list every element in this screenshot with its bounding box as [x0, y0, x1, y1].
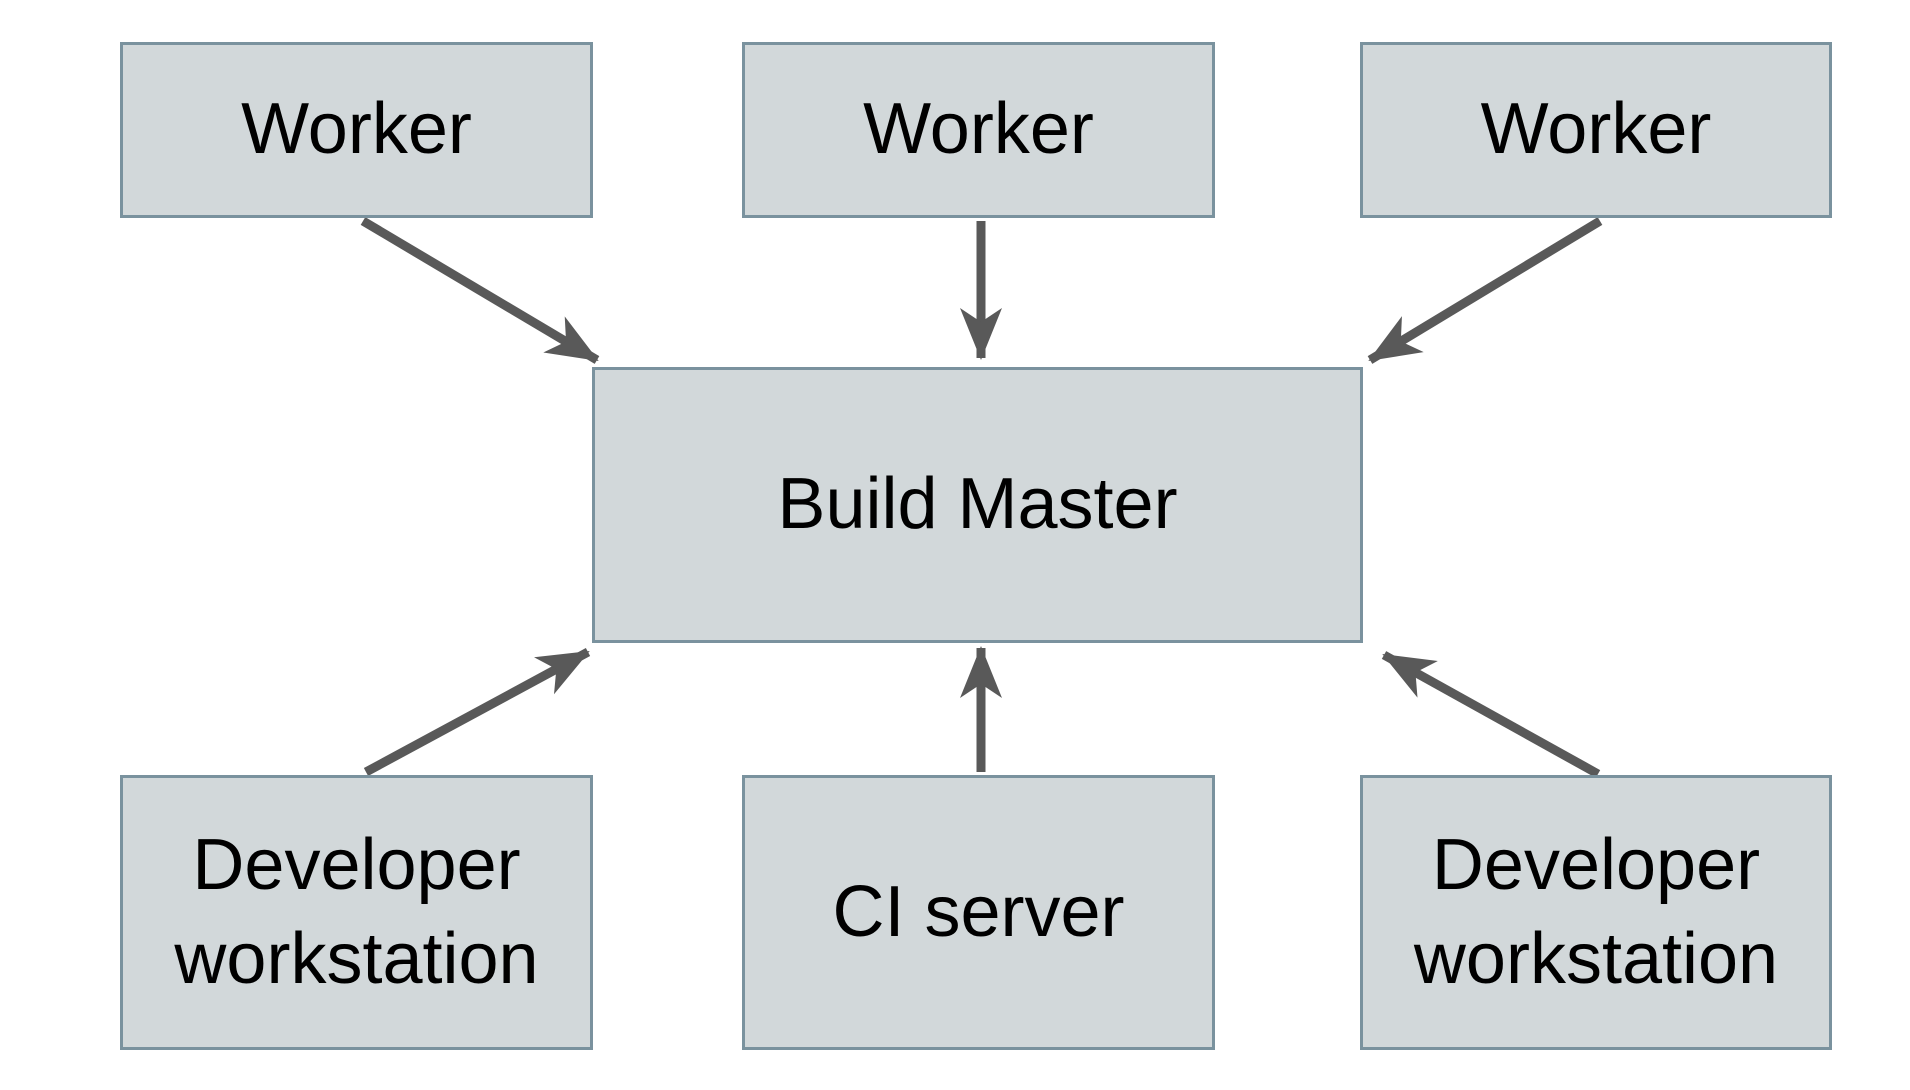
arrow-dev-right-to-build-master: [1381, 651, 1601, 778]
node-label: Worker: [241, 89, 472, 170]
node-developer-workstation-right: Developer workstation: [1360, 775, 1832, 1050]
node-label: CI server: [832, 871, 1125, 952]
arrow-worker-left-to-build-master: [360, 217, 600, 364]
node-label: Worker: [863, 89, 1094, 170]
arrow-worker-right-to-build-master: [1367, 217, 1603, 364]
node-worker-top-center: Worker: [742, 42, 1215, 218]
node-developer-workstation-left: Developer workstation: [120, 775, 593, 1050]
node-worker-top-right: Worker: [1360, 42, 1832, 218]
node-label: Developer workstation: [1413, 824, 1779, 999]
node-worker-top-left: Worker: [120, 42, 593, 218]
arrow-dev-left-to-build-master: [363, 648, 591, 776]
node-build-master: Build Master: [592, 367, 1363, 643]
node-ci-server: CI server: [742, 775, 1215, 1050]
node-label: Worker: [1480, 89, 1712, 170]
node-label: Developer workstation: [174, 824, 539, 999]
node-label: Build Master: [777, 464, 1178, 545]
